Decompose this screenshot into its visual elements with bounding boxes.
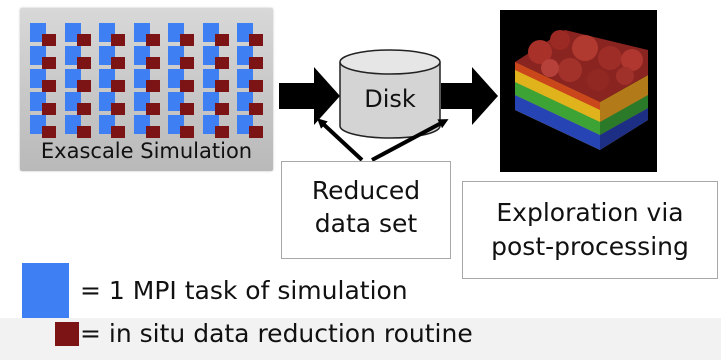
reduction-routine-cell [214,34,229,46]
simulation-panel: Exascale Simulation [20,8,273,171]
reduced-line-2: data set [314,209,418,238]
exploration-line-1: Exploration via [496,198,684,227]
reduction-routine-cell [111,57,125,69]
reduction-routine-cell [42,57,56,69]
reduction-routine-cell [42,34,56,46]
arrow-reduced-to-sim [317,118,364,162]
reduction-routine-cell [214,103,229,115]
reduction-routine-cell [111,80,125,92]
legend-reduction-swatch [55,322,79,346]
reduction-routine-cell [76,34,91,46]
exploration-line-2: post-processing [491,232,689,261]
reduction-routine-cell [111,126,125,138]
reduction-routine-cell [214,80,229,92]
reduction-routine-cell [111,103,125,115]
reduction-routine-cell [180,57,194,69]
legend-reduction-text: = in situ data reduction routine [80,319,473,348]
reduction-routine-cell [249,57,263,69]
reduction-routine-cell [249,80,263,92]
reduction-routine-cell [214,57,229,69]
reduction-routine-cell [76,126,91,138]
reduction-routine-cell [42,80,56,92]
reduction-routine-cell [180,80,194,92]
reduction-routine-cell [76,57,91,69]
disk-label: Disk [364,85,416,113]
reduction-routine-cell [42,103,56,115]
disk-icon [339,49,441,139]
arrow-reduced-to-disk [371,119,449,162]
simulation-task-grid [20,8,273,171]
arrow-sim-to-disk [279,67,340,125]
simulation-label: Exascale Simulation [40,139,253,163]
legend-mpi-task-text: = 1 MPI task of simulation [80,276,408,305]
reduction-routine-cell [76,80,91,92]
reduction-routine-cell [145,57,160,69]
reduction-routine-cell [180,34,194,46]
reduced-line-1: Reduced [311,176,421,205]
reduction-routine-cell [180,126,194,138]
arrow-disk-to-viz [441,67,498,125]
reduction-routine-cell [249,126,263,138]
3d-volume-rendering-image [500,10,657,172]
reduction-routine-cell [145,80,160,92]
reduction-routine-cell [180,103,194,115]
reduction-routine-cell [145,103,160,115]
reduction-routine-cell [42,126,56,138]
reduction-routine-cell [214,126,229,138]
reduction-routine-cell [111,34,125,46]
bottom-band [0,318,721,360]
reduction-routine-cell [145,126,160,138]
reduction-routine-cell [249,34,263,46]
legend-mpi-task-swatch [22,263,69,318]
reduction-routine-cell [76,103,91,115]
reduction-routine-cell [145,34,160,46]
reduced-data-set-box: Reduced data set [281,161,451,259]
exploration-box: Exploration via post-processing [462,181,718,279]
reduction-routine-cell [249,103,263,115]
